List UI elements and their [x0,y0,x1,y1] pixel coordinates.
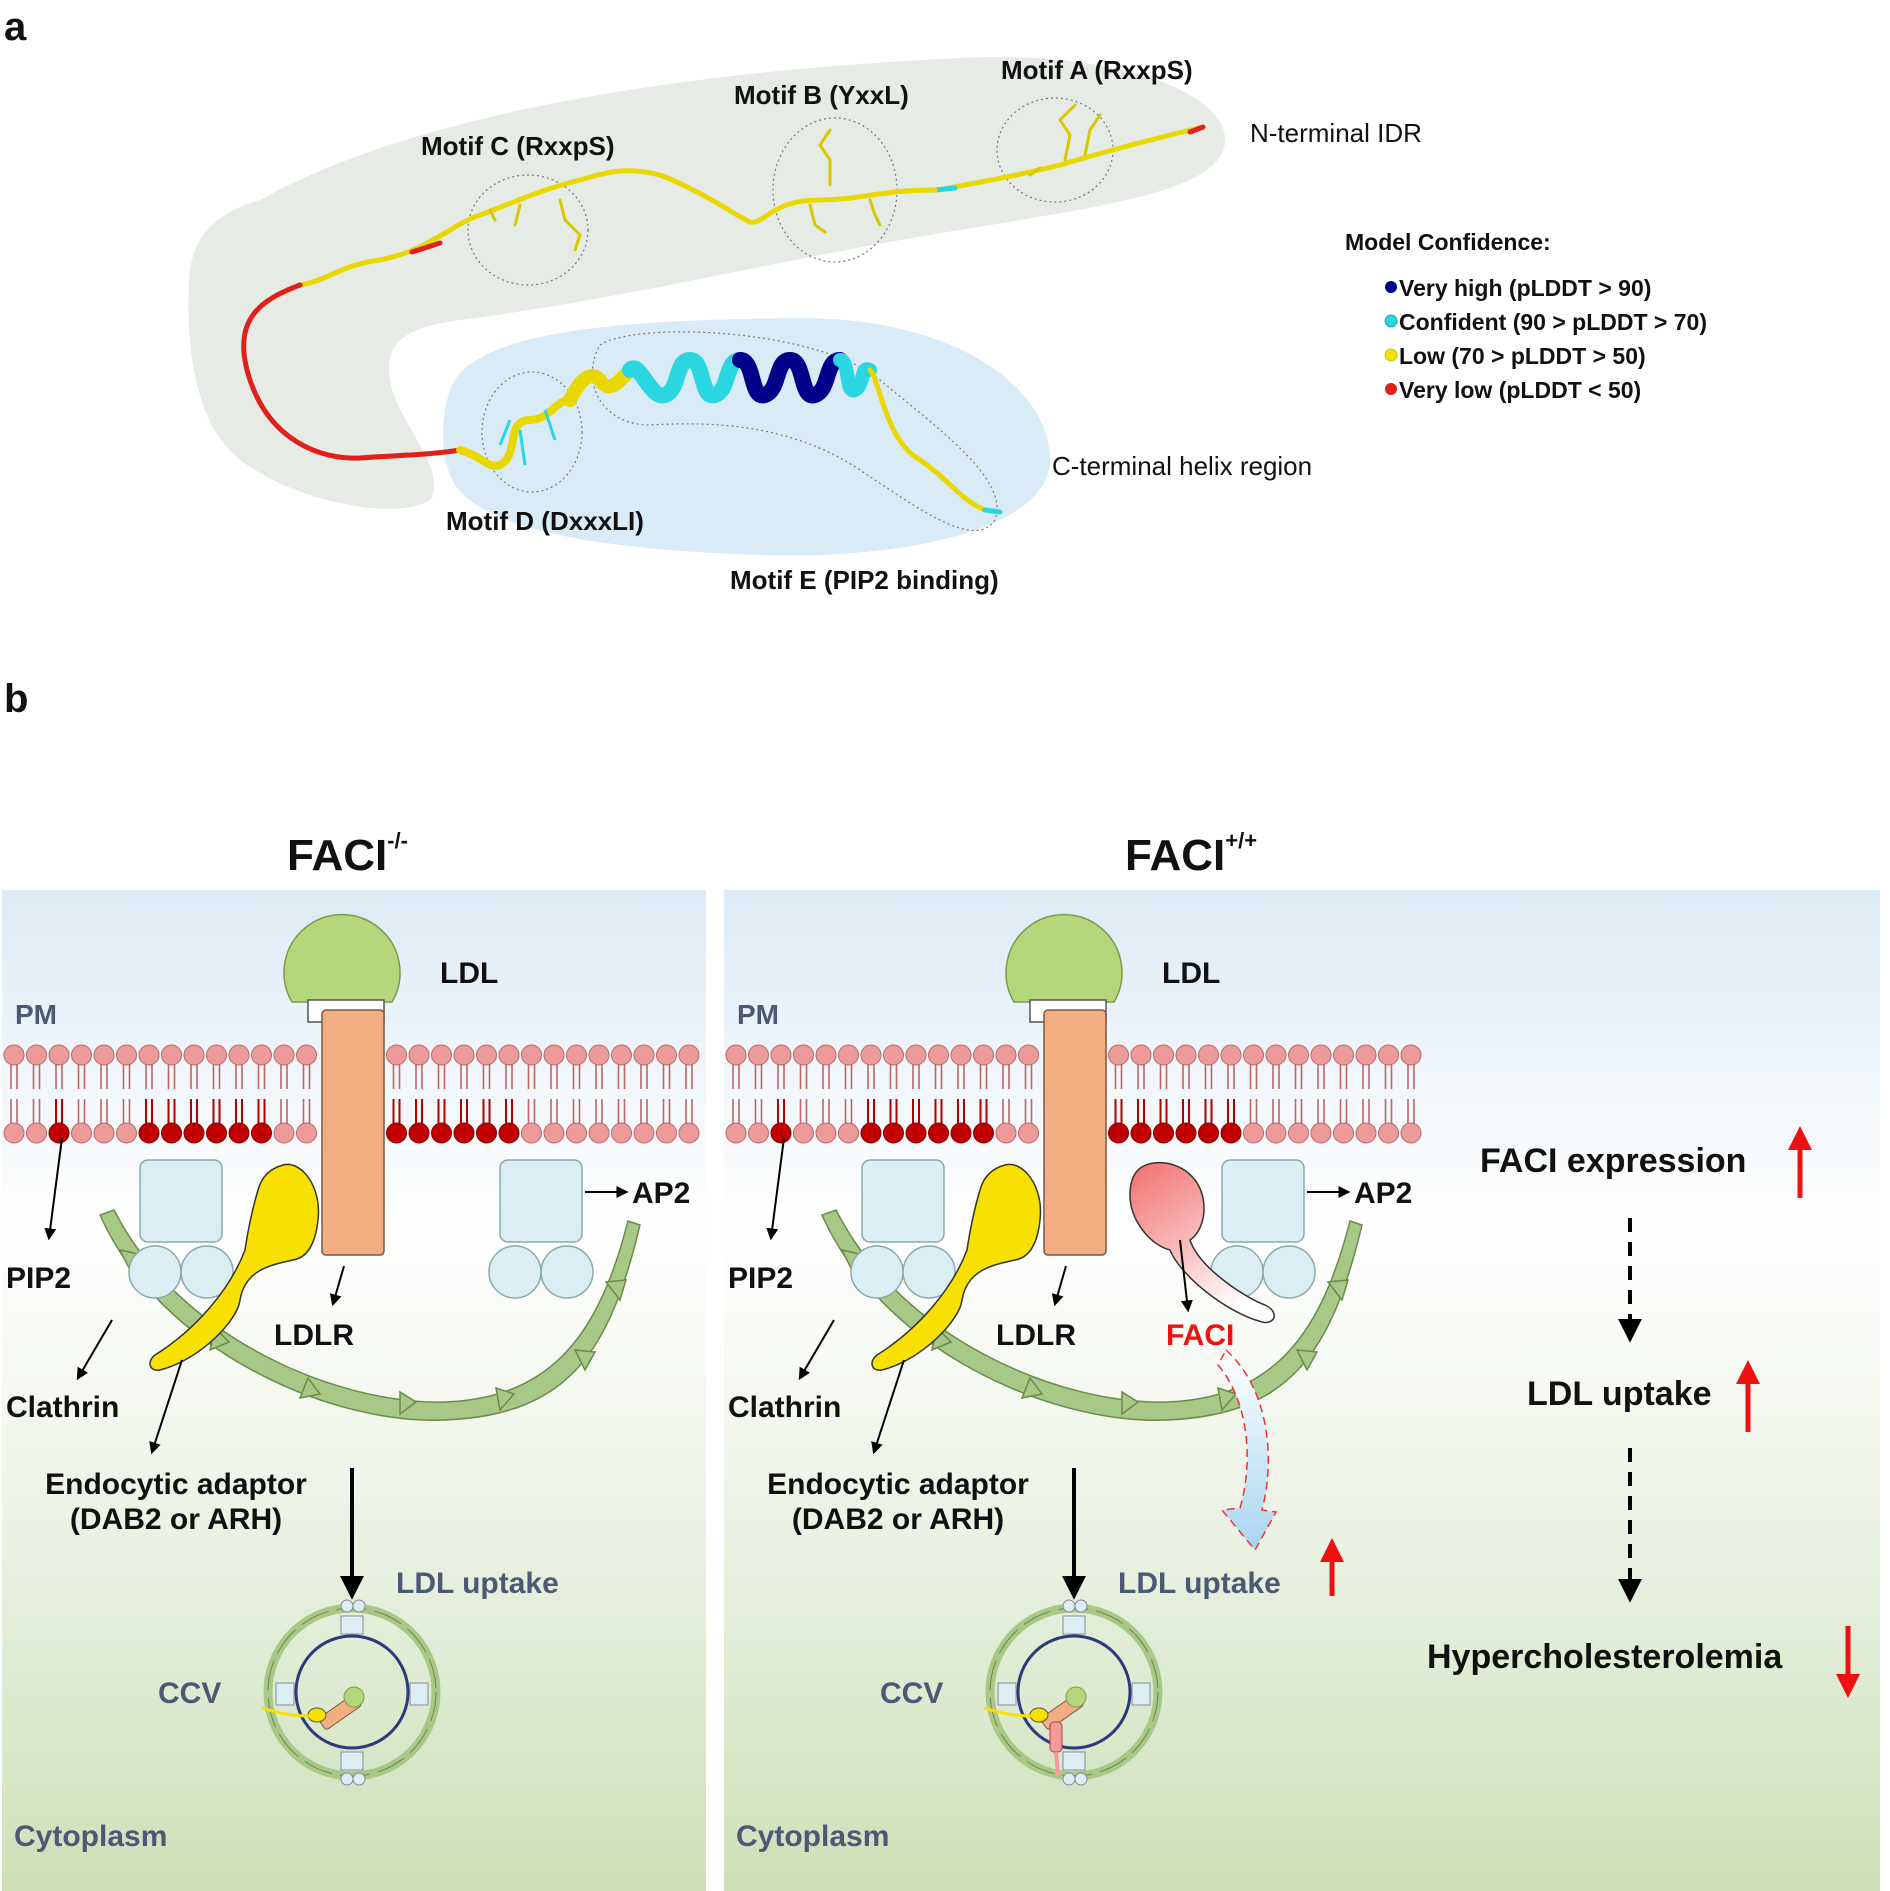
right-faci-label: FACI [1166,1319,1234,1352]
legend-item-very-high: Very high (pLDDT > 90) [1399,275,1651,301]
right-uptake-up-arrow [1320,1538,1344,1596]
right-ldlr-pointer [1051,1265,1067,1307]
right-adaptor-label: Endocytic adaptor [767,1468,1029,1501]
right-uptake-label: LDL uptake [1118,1567,1281,1600]
confidence-legend: Model Confidence: Very high (pLDDT > 90)… [1345,229,1707,403]
right-ap2-body-1 [861,1159,945,1243]
faci-protein [1129,1161,1275,1324]
right-ldl-label: LDL [1162,957,1220,990]
left-title: FACI-/- [287,828,408,880]
legend-item-confident: Confident (90 > pLDDT > 70) [1399,309,1707,335]
consequence-flow: FACI expression LDL uptake Hypercholeste… [1427,1126,1860,1698]
left-ap2-label: AP2 [632,1177,690,1210]
flow-ldl-uptake: LDL uptake [1527,1375,1712,1413]
right-adaptor-sub-label: (DAB2 or ARH) [792,1503,1004,1536]
left-ap2-body-1 [139,1159,223,1243]
right-ccv-label: CCV [880,1677,943,1710]
n-terminal-label: N-terminal IDR [1250,118,1422,148]
legend-marker-very-high [1385,281,1397,293]
right-ap2-body-2 [1221,1159,1305,1243]
left-ap2-ear [128,1245,182,1299]
legend-marker-very-low [1385,383,1397,395]
motif-c-label: Motif C (RxxpS) [421,131,615,161]
left-adaptor-pointer [149,1359,183,1455]
left-ccv-label: CCV [158,1677,221,1710]
left-ap2-ear [540,1245,594,1299]
left-clathrin-pointer [76,1319,113,1381]
flow-hypercholesterolemia: Hypercholesterolemia [1427,1638,1783,1676]
left-ccv [261,1599,441,1786]
left-pip2-label: PIP2 [6,1262,71,1295]
right-title: FACI+/+ [1125,828,1257,880]
right-cytoplasm-label: Cytoplasm [736,1820,889,1853]
legend-item-very-low: Very low (pLDDT < 50) [1399,377,1641,403]
right-pip2-label: PIP2 [728,1262,793,1295]
faci-uptake-arrow [1217,1348,1278,1552]
legend-item-low: Low (70 > pLDDT > 50) [1399,343,1646,369]
flow-up-arrow-2 [1736,1360,1760,1432]
left-ap2-body-2 [499,1159,583,1243]
right-ldl-particle [1005,913,1123,1003]
flow-faci-expression: FACI expression [1480,1142,1746,1180]
right-ldlr-label: LDLR [996,1319,1076,1352]
cell-faci-wildtype: FACI+/+ [724,828,1880,1891]
motif-d-label: Motif D (DxxxLI) [446,506,644,536]
cell-faci-knockout: FACI-/- [2,828,706,1891]
legend-marker-confident [1384,314,1398,328]
left-ldl-label: LDL [440,957,498,990]
motif-a-label: Motif A (RxxpS) [1001,55,1193,85]
right-ap2-ear [850,1245,904,1299]
left-ldl-particle [283,913,401,1003]
left-adaptor-label: Endocytic adaptor [45,1468,307,1501]
right-pip2-pointer [766,1137,785,1241]
right-ap2-label: AP2 [1354,1177,1412,1210]
motif-e-outline [591,331,998,531]
panel-b-label: b [4,677,28,721]
left-ap2-ear [180,1245,234,1299]
right-clathrin-label: Clathrin [728,1391,841,1424]
right-ccv [983,1599,1163,1786]
left-uptake-label: LDL uptake [396,1567,559,1600]
left-pm-label: PM [15,999,57,1030]
left-ldlr-pointer [329,1265,345,1307]
right-pm-label: PM [737,999,779,1030]
idr-region-bg [188,56,1225,509]
motif-e-label: Motif E (PIP2 binding) [730,565,999,595]
left-cytoplasm-label: Cytoplasm [14,1820,167,1853]
left-ap2-ear [488,1245,542,1299]
c-terminal-label: C-terminal helix region [1052,451,1312,481]
flow-up-arrow-1 [1788,1126,1812,1198]
right-endocytic-adaptor [871,1163,1042,1371]
right-adaptor-pointer [871,1359,905,1455]
motif-c-circle [467,174,589,286]
left-clathrin-legs [118,1248,628,1416]
left-adaptor-sub-label: (DAB2 or ARH) [70,1503,282,1536]
right-ap2-ear [1262,1245,1316,1299]
right-faci-pointer [1179,1239,1193,1313]
motif-b-label: Motif B (YxxL) [734,80,909,110]
flow-down-arrow [1836,1626,1860,1698]
left-clathrin-label: Clathrin [6,1391,119,1424]
left-ldlr-label: LDLR [274,1319,354,1352]
left-ldlr [321,1009,385,1256]
c-terminal-helix [498,351,1003,515]
right-ldlr [1043,1009,1107,1256]
motif-d-circle [481,371,583,493]
protein-backbone [241,103,1206,470]
right-clathrin-pointer [798,1319,835,1381]
left-pip2-pointer [44,1137,63,1241]
left-endocytic-adaptor [149,1163,320,1371]
right-ap2-ear [902,1245,956,1299]
legend-title: Model Confidence: [1345,229,1551,255]
legend-marker-low [1384,348,1398,362]
panel-a-label: a [4,5,27,49]
